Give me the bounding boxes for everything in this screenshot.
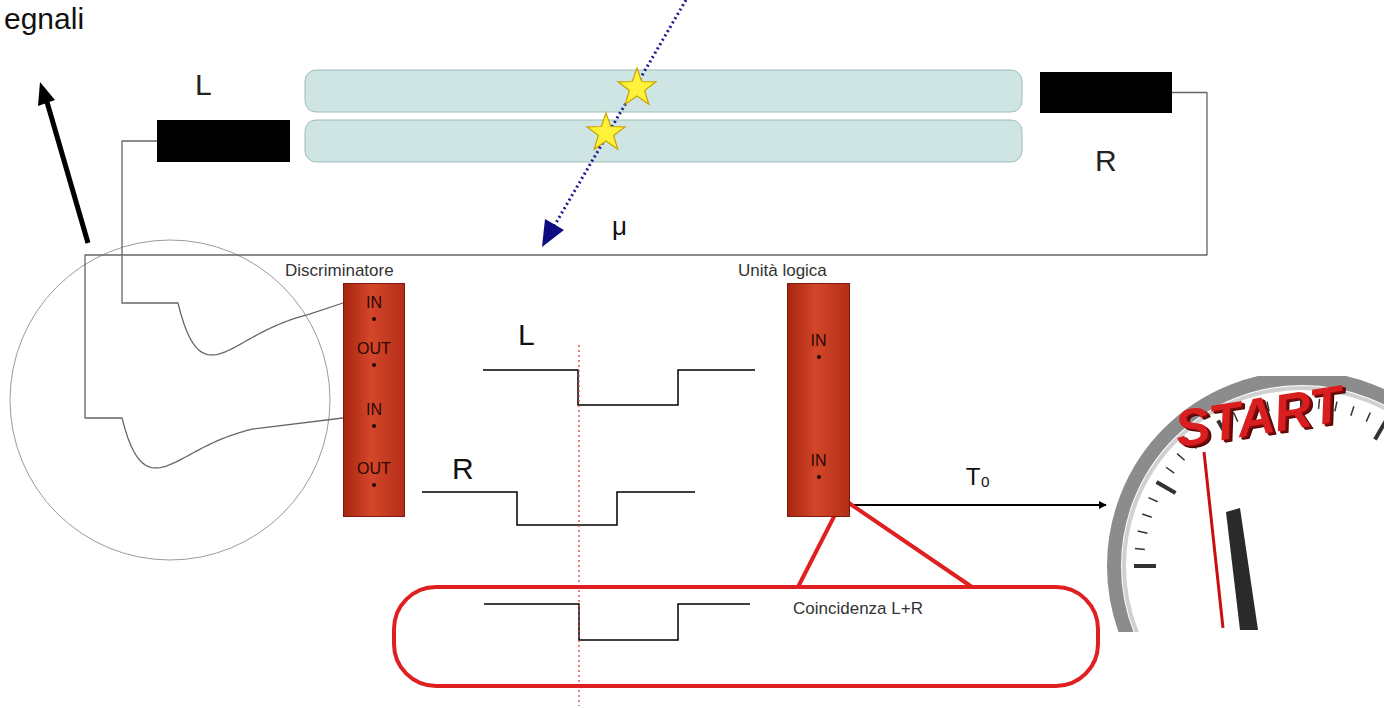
photomultiplier: R — [1040, 72, 1172, 113]
start-clock: START — [1108, 380, 1380, 630]
clock-tick — [1134, 564, 1156, 568]
node-label: Coincidenza L+R — [793, 599, 923, 619]
logic-unit-module: Unità logicaININ — [787, 283, 850, 517]
coincidence-waveform — [484, 604, 750, 640]
clock-text: START — [1171, 374, 1347, 459]
clock-tick — [1366, 413, 1370, 422]
signal-name: L — [518, 318, 535, 353]
zoom-circle — [10, 240, 330, 560]
start-arrow — [850, 504, 1106, 506]
muon-track — [553, 0, 686, 228]
signal-cable — [122, 141, 343, 355]
scintillator-bar — [305, 120, 1022, 162]
node-label: R — [1095, 144, 1117, 179]
clock-hand — [1226, 508, 1258, 630]
pin-label: IN — [344, 401, 404, 428]
time-marker — [578, 345, 579, 706]
clock-tick — [1166, 467, 1174, 473]
callout-label: egnali — [4, 2, 84, 37]
hit-star — [618, 68, 656, 104]
signal-name: R — [452, 452, 474, 487]
signal-cable — [85, 93, 1207, 468]
clock-tick — [1351, 406, 1354, 416]
node-label: Unità logica — [738, 261, 827, 281]
coincidence-callout: Coincidenza L+R — [392, 585, 1100, 688]
pin-label: IN — [788, 452, 849, 479]
photomultiplier: L — [157, 120, 290, 162]
clock-tick — [1375, 421, 1384, 440]
pin-label: IN — [788, 332, 849, 359]
clock-tick — [1142, 514, 1152, 517]
particle-label: μ — [612, 212, 627, 242]
pin-label: OUT — [344, 460, 404, 487]
logic-waveform — [422, 492, 695, 525]
signal-name: T₀ — [966, 463, 991, 491]
pin-label: OUT — [344, 340, 404, 367]
clock-tick — [1138, 531, 1148, 533]
node-label: L — [195, 68, 212, 103]
clock-tick — [1149, 498, 1158, 502]
scintillator-bar — [305, 70, 1022, 112]
node-label: Discriminatore — [285, 261, 394, 281]
pointer-arrowhead — [38, 82, 55, 106]
clock-tick — [1135, 548, 1145, 549]
clock-hand — [1204, 452, 1223, 628]
pin-label: IN — [344, 294, 404, 321]
muon-arrowhead — [542, 219, 564, 247]
logic-waveform — [483, 370, 755, 405]
pointer-arrow — [47, 102, 88, 243]
discriminator-module: DiscriminatoreINOUTINOUT — [343, 283, 405, 517]
hit-star — [587, 113, 625, 149]
clock-tick — [1157, 482, 1176, 493]
